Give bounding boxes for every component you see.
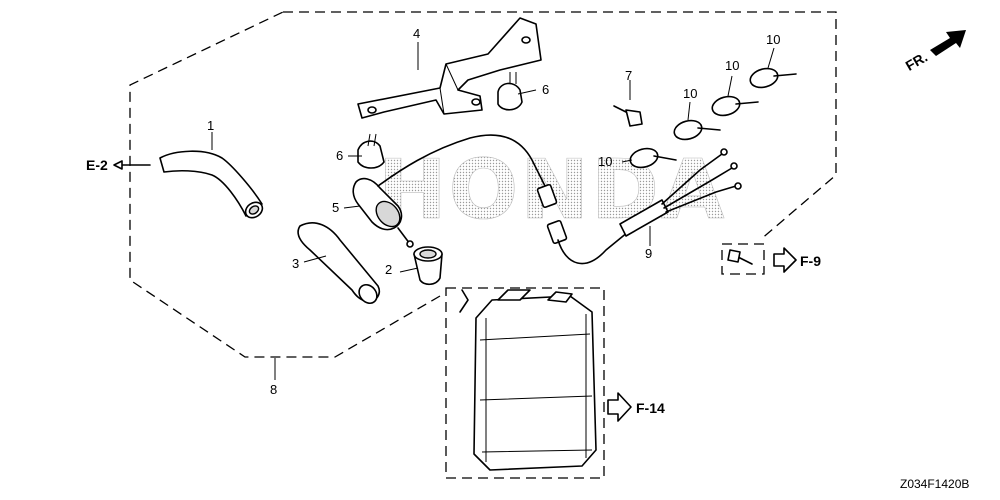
callout-10-b: 10 — [683, 86, 697, 101]
assembly-boundary — [129, 11, 837, 358]
callout-8: 8 — [270, 382, 277, 397]
bracket-part-4[interactable] — [357, 17, 542, 119]
f9-bolt[interactable] — [721, 243, 765, 275]
callout-6-left: 6 — [336, 148, 343, 163]
clamp-part-10-c[interactable] — [710, 94, 759, 119]
callout-2: 2 — [385, 262, 392, 277]
callout-9: 9 — [645, 246, 652, 261]
svg-text:F-9: F-9 — [800, 253, 821, 269]
ref-arrow-f14[interactable]: F-14 — [607, 392, 665, 422]
callout-3: 3 — [292, 256, 299, 271]
ref-arrow-e2[interactable]: E-2 — [86, 157, 151, 173]
clamp-part-10-b[interactable] — [672, 118, 721, 143]
leader-lines — [211, 42, 775, 380]
grommet-part-2[interactable] — [413, 246, 443, 286]
drawing-code: Z034F1420B — [900, 477, 969, 491]
callout-6-right: 6 — [542, 82, 549, 97]
callout-4: 4 — [413, 26, 420, 41]
ref-arrow-f9[interactable]: F-9 — [773, 247, 821, 273]
callout-7: 7 — [625, 68, 632, 83]
svg-text:E-2: E-2 — [86, 157, 108, 173]
tank-assembly[interactable] — [445, 287, 605, 479]
hose-part-1[interactable] — [159, 150, 265, 221]
clamp-part-10-d[interactable] — [748, 66, 797, 91]
callout-5: 5 — [332, 200, 339, 215]
hose-part-3[interactable] — [297, 222, 381, 307]
clip-part-6-left[interactable] — [357, 133, 385, 169]
callout-10-d: 10 — [766, 32, 780, 47]
callout-1: 1 — [207, 118, 214, 133]
front-arrow-icon: FR. — [903, 30, 966, 74]
callout-10-c: 10 — [725, 58, 739, 73]
clip-part-6-right[interactable] — [497, 72, 523, 111]
callout-10-a: 10 — [598, 154, 612, 169]
harness-part-9[interactable] — [377, 134, 742, 265]
valve-part-5[interactable] — [352, 177, 414, 248]
svg-text:FR.: FR. — [903, 49, 931, 74]
bolt-part-7[interactable] — [613, 105, 643, 127]
callout-numbers: 1 2 3 4 5 6 6 7 8 9 10 10 10 10 — [207, 26, 780, 397]
clamp-part-10-a[interactable] — [628, 146, 677, 171]
svg-text:F-14: F-14 — [636, 400, 665, 416]
